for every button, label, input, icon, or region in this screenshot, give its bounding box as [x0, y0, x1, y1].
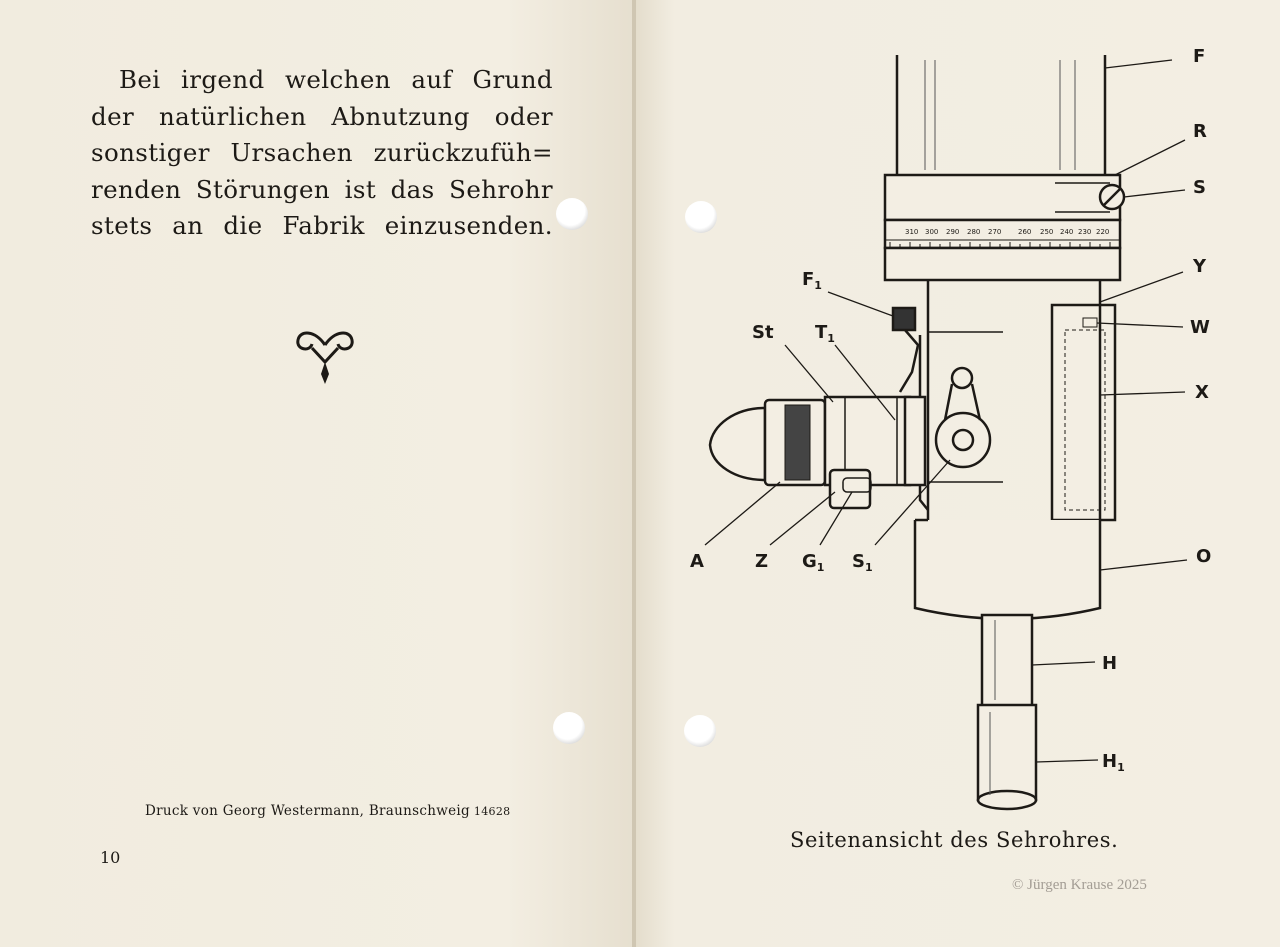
scale-label: 290: [946, 228, 959, 236]
body-paragraph: Bei irgend welchen auf Grund der natürli…: [91, 62, 553, 245]
label-A: A: [690, 551, 704, 572]
label-X: X: [1195, 382, 1209, 403]
label-S1: S1: [852, 551, 873, 574]
punch-hole: [684, 715, 716, 747]
paragraph-line: der natürlichen Abnutzung oder: [91, 101, 553, 131]
copyright-watermark: © Jürgen Krause 2025: [1012, 877, 1147, 893]
label-F1: F1: [802, 269, 822, 292]
figure-caption: Seitenansicht des Sehrohres.: [790, 828, 1119, 852]
punch-hole: [685, 201, 717, 233]
ornament-icon: [296, 331, 354, 384]
scale-label: 230: [1078, 228, 1091, 236]
paragraph-line: Bei irgend welchen auf Grund: [119, 65, 553, 94]
punch-hole: [556, 198, 588, 230]
page-number: 10: [100, 848, 121, 867]
scale-label: 300: [925, 228, 938, 236]
label-O: O: [1196, 546, 1211, 567]
label-T1: T1: [815, 322, 835, 345]
label-G1: G1: [802, 551, 824, 574]
punch-hole: [553, 712, 585, 744]
label-St: St: [752, 322, 774, 343]
label-Y: Y: [1192, 256, 1207, 277]
label-W: W: [1190, 317, 1210, 338]
paragraph-line: stets an die Fabrik einzusenden.: [91, 211, 553, 240]
paragraph-line: renden Störungen ist das Sehrohr: [91, 174, 553, 204]
book-gutter: [632, 0, 637, 947]
scale-label: 250: [1040, 228, 1053, 236]
scale-label: 240: [1060, 228, 1073, 236]
label-F: F: [1193, 46, 1205, 67]
label-R: R: [1193, 121, 1207, 142]
scale-label: 270: [988, 228, 1001, 236]
scale-label: 220: [1096, 228, 1109, 236]
label-S: S: [1193, 177, 1206, 198]
scale-label: 260: [1018, 228, 1031, 236]
scale-label: 310: [905, 228, 918, 236]
left-page: Bei irgend welchen auf Grund der natürli…: [0, 0, 634, 947]
label-H1: H1: [1102, 751, 1125, 774]
label-H: H: [1102, 653, 1117, 674]
scale-label: 280: [967, 228, 980, 236]
scale-ticks: [889, 242, 1111, 248]
printer-imprint: Druck von Georg Westermann, Braunschweig…: [145, 803, 511, 819]
paragraph-line: sonstiger Ursachen zurückzufüh=: [91, 138, 553, 167]
label-Z: Z: [755, 551, 768, 572]
